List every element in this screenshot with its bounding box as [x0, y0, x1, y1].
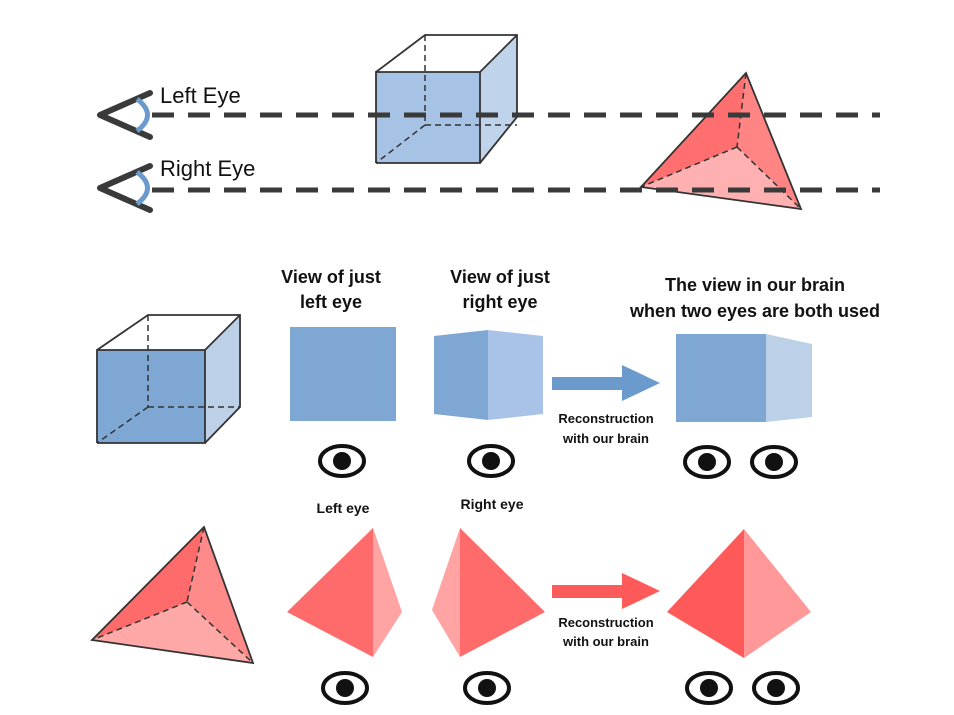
cube-brain-view [676, 334, 812, 422]
cube-arrow-label-2: with our brain [562, 431, 649, 446]
pyramid-left-eye-symbol [321, 671, 369, 705]
left-eye-caption: Left eye [317, 500, 370, 516]
top-pyramid [639, 71, 803, 211]
pyramid-left-eye-view [287, 528, 402, 657]
both-eyes-symbol-left [683, 445, 731, 479]
cube-right-eye-view [434, 330, 543, 420]
pyramid-right-eye-view [432, 528, 545, 657]
right-eye-caption: Right eye [460, 496, 523, 512]
left-view-heading-1: View of just [281, 267, 381, 287]
left-eye-icon [97, 90, 153, 140]
pyramid-brain-view [667, 529, 811, 658]
right-view-heading-2: right eye [462, 292, 537, 312]
right-eye-symbol [467, 444, 515, 478]
brain-view-heading-1: The view in our brain [665, 275, 845, 295]
pyramid-both-eyes-symbol-right [752, 671, 800, 705]
top-cube [375, 34, 518, 164]
cube-left-eye-view [290, 327, 396, 421]
cube-reconstruction-arrow [552, 365, 660, 401]
cube-3d [96, 314, 241, 444]
right-view-heading-1: View of just [450, 267, 550, 287]
brain-view-heading-2: when two eyes are both used [629, 301, 880, 321]
pyramid-arrow-label-1: Reconstruction [558, 615, 653, 630]
left-eye-symbol [318, 444, 366, 478]
cube-arrow-label-1: Reconstruction [558, 411, 653, 426]
right-eye-icon [97, 163, 153, 213]
pyramid-arrow-label-2: with our brain [562, 634, 649, 649]
pyramid-3d [90, 525, 255, 665]
pyramid-right-eye-symbol [463, 671, 511, 705]
right-eye-label: Right Eye [160, 156, 255, 181]
both-eyes-symbol-right [750, 445, 798, 479]
left-view-heading-2: left eye [300, 292, 362, 312]
left-eye-label: Left Eye [160, 83, 241, 108]
pyramid-both-eyes-symbol-left [685, 671, 733, 705]
pyramid-reconstruction-arrow [552, 573, 660, 609]
